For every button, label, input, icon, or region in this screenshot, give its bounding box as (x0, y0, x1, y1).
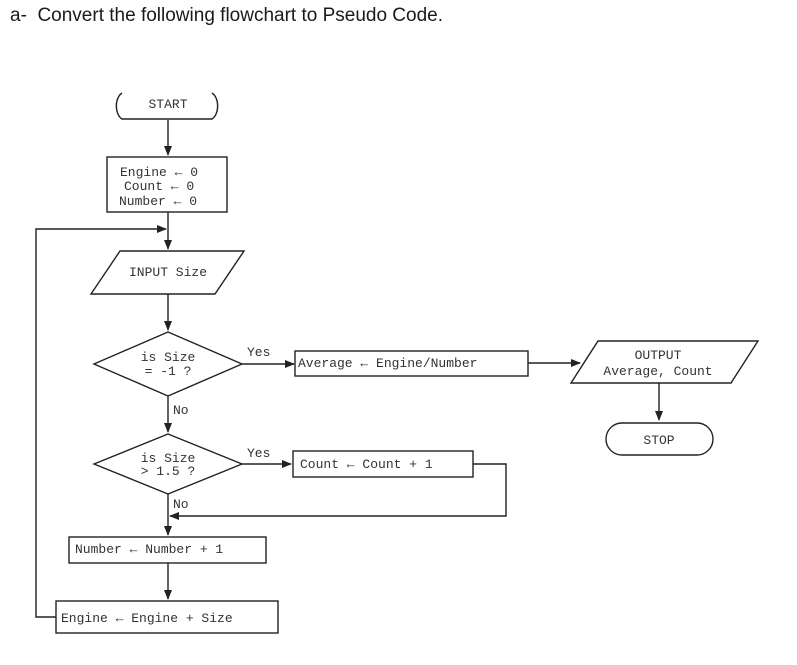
decision2-line2: > 1.5 ? (141, 464, 196, 479)
decision2-yes-label: Yes (247, 446, 270, 461)
count-increment-box: Count ← Count + 1 (292, 450, 474, 478)
number-increment-label: Number ← Number + 1 (75, 542, 223, 557)
decision-size-greater-1-5: is Size > 1.5 ? (92, 433, 244, 495)
decision1-line1: is Size (141, 350, 196, 365)
engine-add-box: Engine ← Engine + Size (55, 600, 279, 634)
start-label: START (148, 97, 187, 112)
stop-label: STOP (643, 433, 674, 448)
init-process-box: Engine ← 0 Count ← 0 Number ← 0 (106, 156, 228, 213)
number-increment-box: Number ← Number + 1 (68, 536, 267, 564)
init-line-engine: Engine ← 0 (120, 165, 198, 180)
page-heading: a- Convert the following flowchart to Ps… (10, 5, 444, 26)
count-increment-label: Count ← Count + 1 (300, 457, 433, 472)
connector-count-merge (169, 463, 507, 520)
average-label: Average ← Engine/Number (298, 356, 477, 371)
decision1-line2: = -1 ? (145, 364, 192, 379)
decision1-no-label: No (173, 403, 189, 418)
input-label: INPUT Size (129, 265, 207, 280)
input-parallelogram: INPUT Size (89, 250, 246, 295)
output-parallelogram: OUTPUT Average, Count (569, 340, 760, 384)
decision-size-equals-minus-one: is Size = -1 ? (92, 331, 244, 397)
engine-add-label: Engine ← Engine + Size (61, 611, 233, 626)
output-line2: Average, Count (603, 364, 712, 379)
average-process-box: Average ← Engine/Number (294, 350, 529, 377)
init-line-number: Number ← 0 (119, 194, 197, 209)
decision2-line1: is Size (141, 451, 196, 466)
loop-back-connector (35, 225, 167, 618)
decision2-no-label: No (173, 497, 189, 512)
decision1-yes-label: Yes (247, 345, 270, 360)
stop-terminator: STOP (605, 422, 714, 456)
start-terminator: START (115, 92, 219, 120)
output-line1: OUTPUT (635, 348, 682, 363)
init-line-count: Count ← 0 (124, 179, 194, 194)
